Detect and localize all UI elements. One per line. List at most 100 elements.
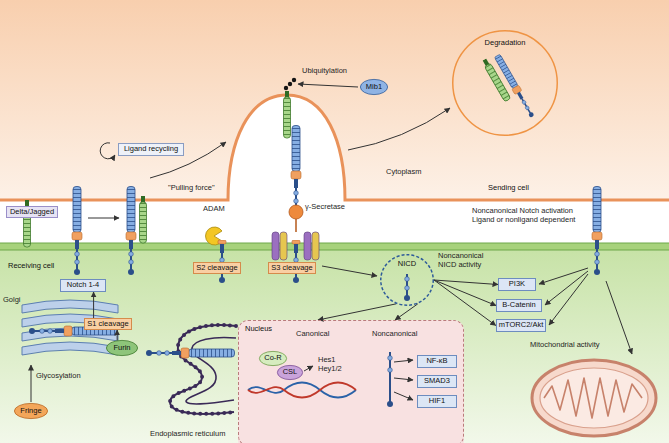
arrow — [304, 366, 313, 371]
golgi-cisterna — [22, 342, 118, 355]
annotation-label: Ubiquitylation — [302, 67, 347, 76]
target-box: NF-κB — [417, 355, 457, 368]
annotation-label: Hes1 Hey1/2 — [318, 356, 348, 373]
connector-arrow — [434, 280, 496, 326]
notch-receptor — [291, 126, 301, 215]
ligand — [24, 200, 31, 247]
cleavage-box: S2 cleavage — [193, 262, 241, 274]
circle-outline — [452, 30, 558, 136]
arrow — [322, 266, 377, 276]
annotation-label: "Pulling force" — [168, 184, 215, 193]
mitochondrion — [532, 360, 656, 436]
annotation-label: Canonical — [296, 330, 329, 339]
annotation-label: Ligand or nonligand dependent — [472, 216, 575, 225]
ligand-box: Delta/Jagged — [6, 206, 58, 218]
pathway-box: PI3K — [498, 278, 536, 291]
nicd-fragment — [388, 368, 393, 373]
nicd-fragment — [388, 356, 393, 361]
nucleus-fill — [238, 320, 464, 443]
oval-outline — [277, 365, 303, 380]
connector-arrow — [318, 304, 396, 320]
notch-molecules — [24, 54, 603, 407]
ubiquitin — [284, 86, 288, 90]
secretase-helix — [304, 232, 311, 260]
golgi-cisterna — [22, 314, 118, 327]
sending-cytoplasm — [0, 0, 669, 200]
ribosome-dots — [170, 325, 236, 414]
arrow — [549, 274, 588, 325]
receptor-box: Notch 1-4 — [60, 279, 106, 292]
arrow — [394, 392, 413, 400]
arrow — [88, 218, 119, 219]
outline — [453, 31, 558, 136]
node-text: Notch 1-4 — [67, 281, 100, 290]
er-membrane — [170, 325, 236, 414]
secretase-stalk — [295, 219, 297, 232]
annotation-label: Endoplasmic reticulum — [150, 430, 225, 439]
node-text: Co-R — [264, 354, 282, 363]
node-text: mTORC2/Akt — [499, 321, 543, 330]
arrow — [539, 268, 588, 284]
receiving-membrane — [0, 243, 669, 250]
process-box: Ligand recycling — [118, 143, 184, 156]
oval-outline — [106, 340, 138, 356]
recycling-arrow — [100, 143, 115, 159]
outline — [259, 351, 286, 365]
node-text: Furin — [113, 344, 130, 353]
mito-cristae — [544, 378, 642, 418]
ligand — [140, 196, 147, 243]
notch-stub — [292, 240, 300, 283]
cleavage-box: S3 cleavage — [268, 262, 316, 274]
nicd-fragment — [405, 277, 410, 282]
node-text: S3 cleavage — [271, 264, 312, 273]
endoplasmic-reticulum — [170, 325, 236, 414]
annotation-label: Noncanonical Notch activation — [472, 207, 573, 216]
pathway-box: mTORC2/Akt — [496, 319, 546, 332]
dna-strand — [248, 383, 356, 398]
notch-receptor — [592, 187, 602, 276]
notch-stub — [218, 240, 226, 283]
nicd-circle: NICD — [380, 254, 434, 306]
membrane-edge — [0, 250, 669, 251]
annotation-label: Noncanonical — [372, 330, 417, 339]
golgi-apparatus — [22, 300, 118, 355]
secretase-helix — [312, 232, 319, 260]
secretase-helix — [280, 232, 287, 260]
membrane-edge — [0, 243, 669, 244]
annotation-label: γ-Secretase — [305, 203, 345, 212]
node-text: Mib1 — [366, 83, 382, 92]
nicd-fragment — [404, 295, 410, 301]
arrow — [606, 281, 632, 354]
node-text: HIF1 — [429, 397, 445, 406]
target-box: HIF1 — [417, 395, 457, 408]
circle-outline — [380, 254, 434, 306]
annotation-label: Glycosylation — [36, 372, 81, 381]
notch-receptor — [29, 326, 118, 336]
ligand — [481, 58, 511, 102]
arrow — [545, 271, 588, 305]
node-text: NF-κB — [426, 357, 447, 366]
oval-outline — [259, 351, 287, 366]
ubiquitin — [292, 78, 296, 82]
protein-oval: Fringe — [14, 403, 48, 419]
connector-arrow — [117, 330, 118, 340]
nucleus-region: Co-RCSLNF-κBSMAD3HIF1Nucleus — [238, 320, 464, 443]
node-text: Delta/Jagged — [10, 208, 54, 217]
pathway-box: B-Catenin — [496, 299, 542, 312]
outline — [14, 403, 47, 418]
node-text: SMAD3 — [424, 377, 450, 386]
connector-arrow — [434, 280, 496, 306]
target-box: SMAD3 — [417, 375, 457, 388]
protein-oval: Mib1 — [360, 79, 388, 95]
degradation-circle: Degradation — [452, 30, 558, 136]
node-text: Receiving cell — [8, 262, 54, 271]
connector-arrow — [93, 292, 94, 318]
protein-oval: Furin — [106, 340, 138, 356]
sending-cell-region: DegradationMib1Ligand recyclingSending c… — [0, 0, 669, 205]
arrow — [298, 84, 358, 87]
mito-outer — [532, 360, 656, 436]
ligand — [284, 91, 291, 138]
